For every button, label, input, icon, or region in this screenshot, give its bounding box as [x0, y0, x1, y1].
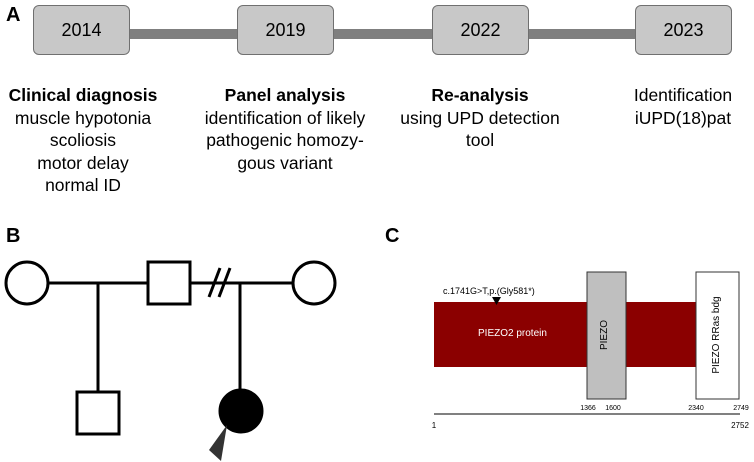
- timeline-desc-2022: Re-analysis using UPD detection tool: [390, 84, 570, 152]
- axis-start-label: 1: [432, 421, 437, 430]
- proband-arrow-icon: [209, 425, 227, 461]
- piezo-rras-domain: [695, 271, 740, 400]
- position-1366: 1366: [580, 405, 596, 412]
- affected-proband: [218, 388, 264, 434]
- piezo-domain: [586, 271, 627, 400]
- piezo2-protein-bar: [434, 302, 726, 367]
- timeline-desc-2023: Identification iUPD(18)pat: [613, 84, 753, 129]
- panel-label-b: B: [6, 225, 21, 247]
- desc-line: muscle hypotonia: [14, 107, 152, 128]
- timeline-desc-2019: Panel analysis identification of likely …: [190, 84, 380, 174]
- desc-line: pathogenic homozy-: [206, 130, 364, 150]
- axis-end-label: 2752: [731, 421, 749, 430]
- pedigree: [4, 260, 337, 436]
- protein-diagram: c.1741G>T,p.(Gly581*) PIEZO2 protein PIE…: [432, 271, 749, 430]
- desc-line: Identification: [633, 85, 733, 105]
- desc-line: iUPD(18)pat: [634, 107, 732, 128]
- year-box-2022: 2022: [432, 5, 529, 55]
- panel-label-a: A: [6, 4, 21, 26]
- variant-label: c.1741G>T,p.(Gly581*): [443, 286, 535, 296]
- desc-heading: Re-analysis: [431, 85, 529, 105]
- separation-mark-2: [217, 267, 232, 298]
- desc-heading: Panel analysis: [224, 85, 346, 105]
- timeline-desc-2014: Clinical diagnosis muscle hypotonia scol…: [3, 84, 163, 197]
- male-child: [75, 390, 121, 436]
- variant-marker-icon: [492, 297, 501, 305]
- timeline-bar: [80, 29, 680, 39]
- desc-line: motor delay: [37, 152, 129, 173]
- year-box-2023: 2023: [635, 5, 732, 55]
- female-parent-right: [291, 260, 337, 306]
- desc-line: identification of likely: [204, 107, 366, 128]
- position-1600: 1600: [605, 405, 621, 412]
- desc-line: scoliosis: [49, 130, 117, 150]
- position-2749: 2749: [733, 405, 749, 412]
- desc-line: tool: [465, 130, 495, 150]
- desc-heading: Clinical diagnosis: [8, 85, 158, 105]
- year-box-2014: 2014: [33, 5, 130, 55]
- separation-mark-1: [207, 267, 222, 298]
- panel-label-c: C: [385, 225, 400, 247]
- protein-label: PIEZO2 protein: [478, 328, 547, 339]
- male-parent: [146, 260, 192, 306]
- year-box-2019: 2019: [237, 5, 334, 55]
- desc-line: normal ID: [45, 175, 121, 195]
- piezo-rras-domain-label: PIEZO RRas bdg: [711, 296, 722, 373]
- desc-line: using UPD detection: [400, 107, 560, 128]
- female-parent-left: [4, 260, 50, 306]
- desc-line: gous variant: [237, 152, 333, 173]
- position-2340: 2340: [688, 405, 704, 412]
- piezo-domain-label: PIEZO: [599, 320, 610, 350]
